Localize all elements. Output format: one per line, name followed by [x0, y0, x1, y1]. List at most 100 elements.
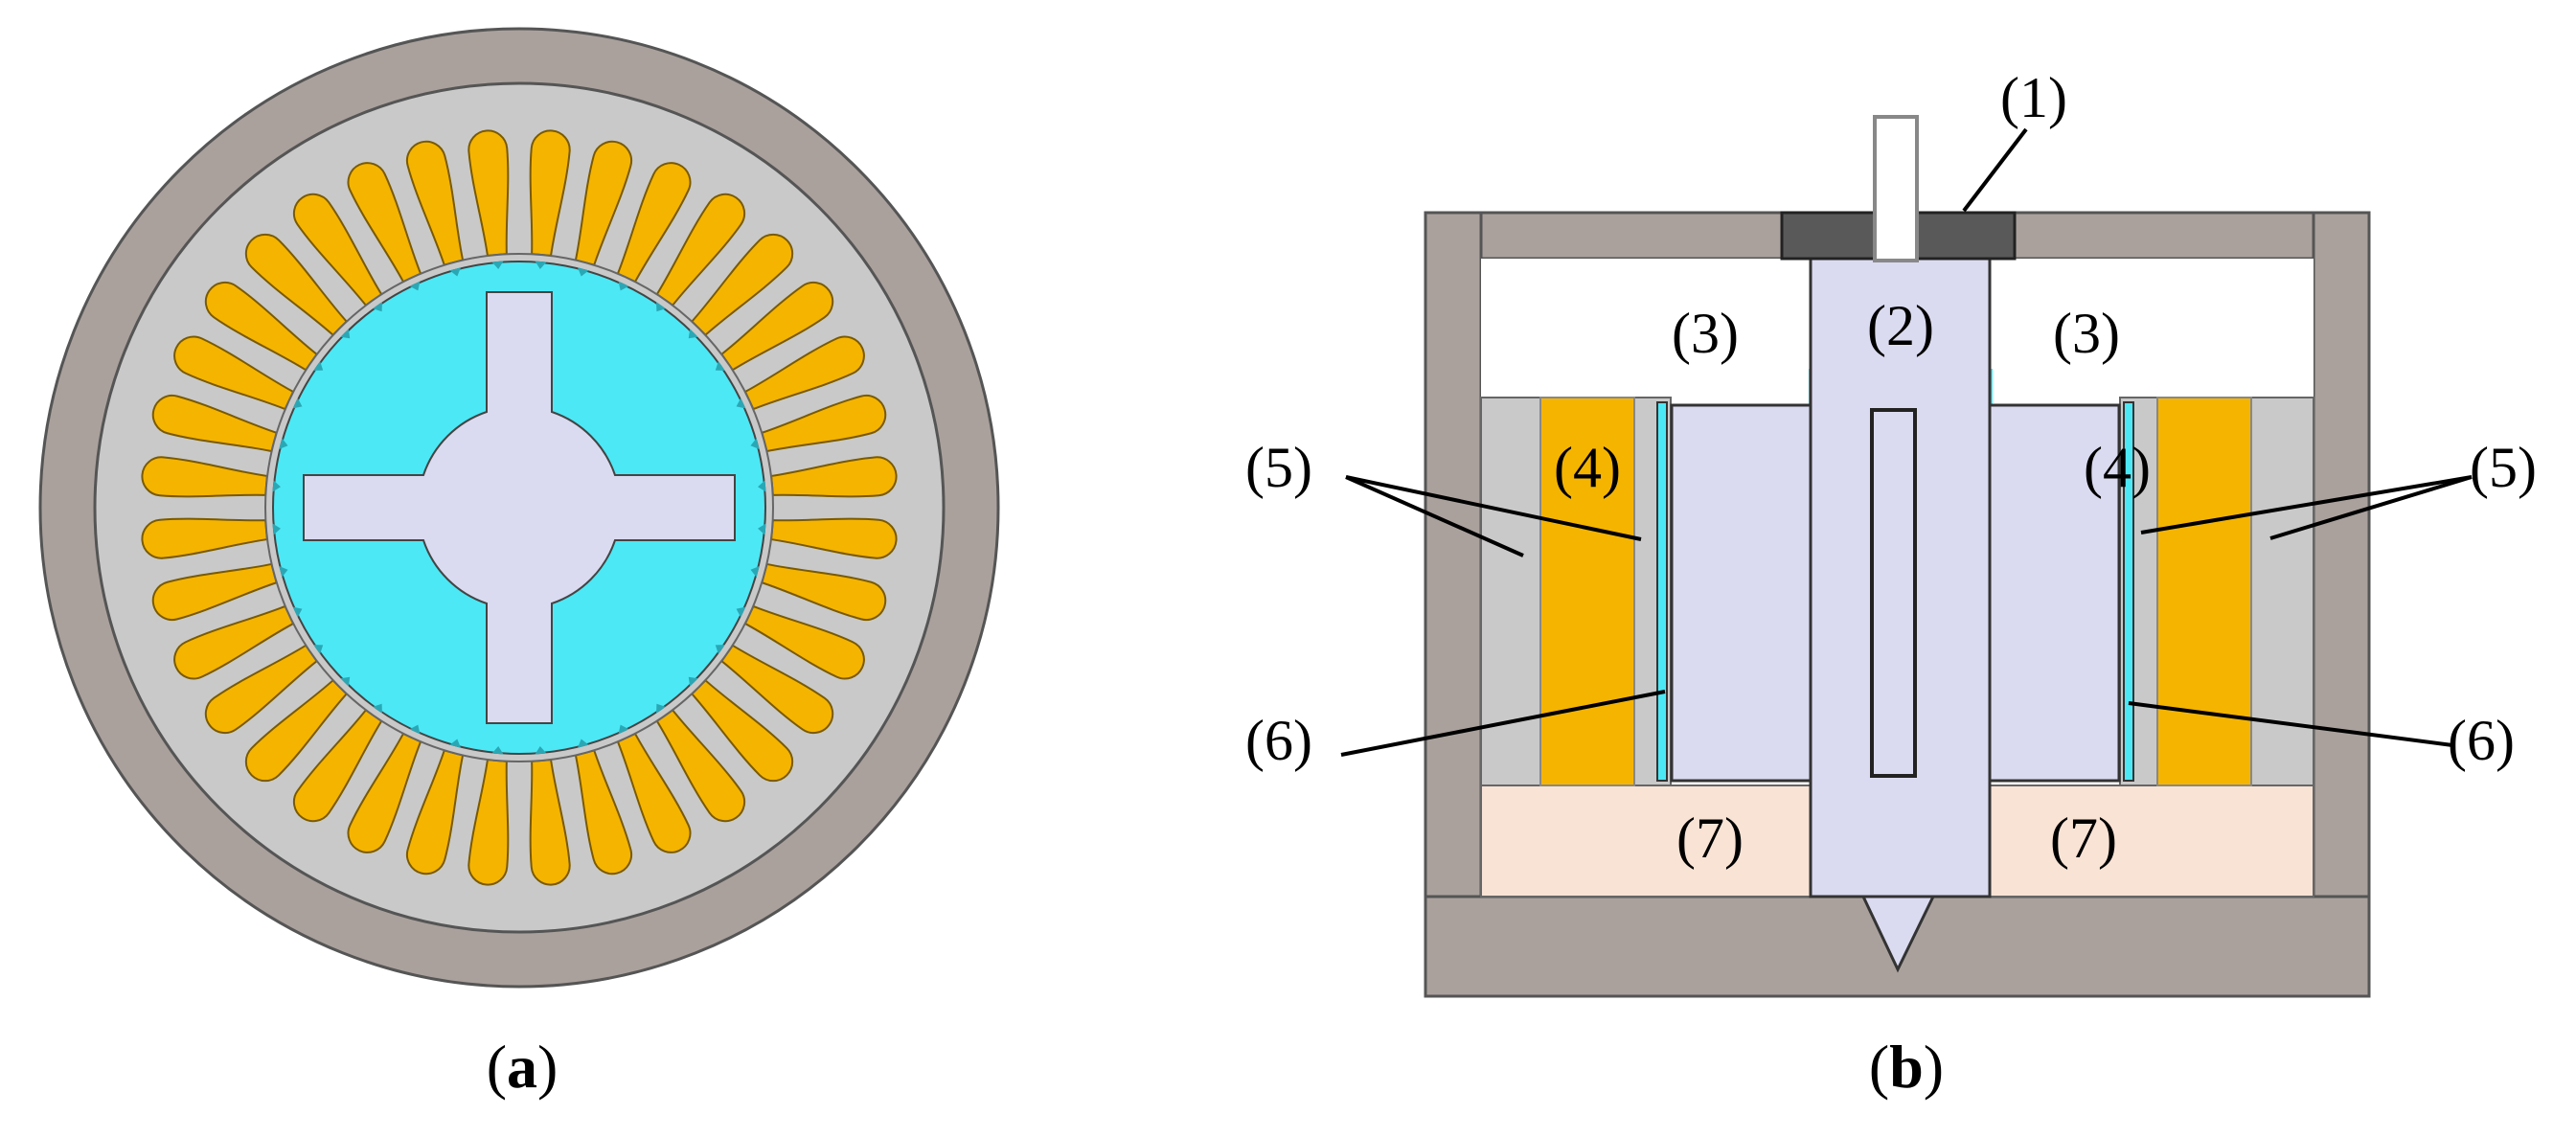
- label-3-right: (3): [2053, 302, 2120, 365]
- stator-slot-winding: [151, 395, 278, 453]
- stator-slot-winding: [574, 749, 632, 875]
- label-1: (1): [2000, 66, 2067, 129]
- stator-slot-winding: [655, 193, 746, 307]
- slot-opening-notch: [750, 438, 760, 450]
- leader-6-left: [1340, 690, 1666, 757]
- stator-slot-winding: [719, 281, 834, 372]
- slot-opening-notch: [279, 438, 288, 450]
- shaft-tip: [1860, 895, 1936, 973]
- leader-5-right-a: [2140, 475, 2473, 534]
- slot-opening-notch: [715, 361, 725, 371]
- slot-opening-notch: [340, 676, 351, 687]
- slot-opening-notch: [313, 361, 324, 371]
- slot-opening-notch: [618, 724, 629, 735]
- slot-opening-notch: [736, 606, 746, 618]
- shaft-keyway-slot: [1870, 408, 1917, 778]
- stator-slot-winding: [743, 604, 865, 680]
- stator-slot-winding: [244, 678, 349, 783]
- stator-slot-winding: [655, 708, 746, 823]
- stator-slot-winding: [770, 456, 898, 498]
- stator-slot-winding: [616, 732, 692, 853]
- stator-slot-winding: [616, 162, 692, 284]
- slot-opening-notch: [688, 676, 698, 687]
- label-7-left: (7): [1676, 807, 1744, 870]
- stator-slot-winding: [151, 562, 278, 621]
- rotor-section-left: [1670, 403, 1812, 783]
- stator-slot-winding: [347, 162, 422, 284]
- slot-opening-notch: [272, 523, 281, 535]
- leader-5-right-b: [2269, 475, 2473, 540]
- slot-opening-notch: [535, 746, 547, 755]
- slot-opening-notch: [577, 267, 589, 277]
- stator-slot-winding: [743, 335, 865, 411]
- stator-slot-winding: [690, 678, 794, 783]
- rotor-notches-group: [272, 261, 766, 755]
- label-4-right: (4): [2084, 436, 2151, 499]
- stator-slot-winding: [292, 708, 383, 823]
- bottom-plate-left: [1480, 785, 1812, 898]
- sleeve-right: [2123, 401, 2134, 782]
- stator-slot-winding: [467, 759, 510, 886]
- slot-opening-notch: [449, 739, 462, 748]
- slot-opening-notch: [409, 281, 421, 291]
- housing-left-wall: [1424, 211, 1483, 998]
- label-3-left: (3): [1672, 302, 1739, 365]
- stator-slot-winding: [406, 749, 465, 875]
- top-pin: [1873, 115, 1919, 262]
- stator-slot-winding: [467, 129, 510, 257]
- slot-opening-notch: [292, 606, 303, 618]
- winding-right: [2156, 397, 2252, 786]
- slot-opening-notch: [272, 480, 281, 492]
- slot-opening-notch: [279, 565, 288, 578]
- slot-opening-notch: [715, 645, 725, 654]
- slot-opening-notch: [340, 329, 351, 339]
- sleeve-left: [1656, 401, 1668, 782]
- slot-opening-notch: [373, 703, 382, 714]
- rotor-cross-flux-barrier: [303, 291, 736, 724]
- rotor-section-right: [1988, 403, 2121, 783]
- stator-slot-winding: [406, 140, 465, 266]
- slot-opening-notch: [449, 267, 462, 277]
- stator-slot-winding: [173, 604, 295, 680]
- slot-opening-notch: [758, 480, 766, 492]
- leader-5-left-a: [1345, 475, 1524, 557]
- winding-left: [1539, 397, 1635, 786]
- stator-slots-group: [141, 129, 898, 886]
- slot-opening-notch: [292, 398, 303, 409]
- slot-opening-notch: [736, 398, 746, 409]
- stator-slot-winding: [292, 193, 383, 307]
- label-7-right: (7): [2050, 807, 2117, 870]
- slot-opening-notch: [577, 739, 589, 748]
- stator-slot-winding: [141, 517, 268, 559]
- stator-slot-winding: [173, 335, 295, 411]
- label-5-left: (5): [1245, 436, 1312, 499]
- slot-opening-notch: [313, 645, 324, 654]
- slot-opening-notch: [758, 523, 766, 535]
- slot-opening-notch: [373, 302, 382, 312]
- stator-slot-winding: [770, 517, 898, 559]
- panel-b-longitudinal-section: (1) (2) (3) (3) (4) (4) (5) (5) (6) (6) …: [1245, 66, 2537, 998]
- stator-slot-winding: [761, 395, 887, 453]
- slot-opening-notch: [688, 329, 698, 339]
- caption-b: (b): [1869, 1033, 1944, 1101]
- housing-right-wall: [2312, 211, 2371, 998]
- label-5-right: (5): [2470, 436, 2537, 499]
- slot-opening-notch: [656, 703, 666, 714]
- stator-slot-winding: [574, 140, 632, 266]
- leader-1: [1962, 127, 2028, 213]
- label-6-right: (6): [2448, 709, 2515, 772]
- stator-slot-winding: [244, 233, 349, 337]
- label-2: (2): [1867, 294, 1934, 357]
- stator-slot-winding: [347, 732, 422, 853]
- label-4-left: (4): [1554, 436, 1621, 499]
- slot-opening-notch: [750, 565, 760, 578]
- stator-slot-winding: [719, 644, 834, 735]
- slot-opening-notch: [409, 724, 421, 735]
- slot-opening-notch: [535, 261, 547, 269]
- stator-slot-winding: [529, 129, 571, 257]
- label-6-left: (6): [1245, 709, 1312, 772]
- caption-a: (a): [487, 1033, 559, 1101]
- stator-slot-winding: [141, 456, 268, 498]
- slot-opening-notch: [656, 302, 666, 312]
